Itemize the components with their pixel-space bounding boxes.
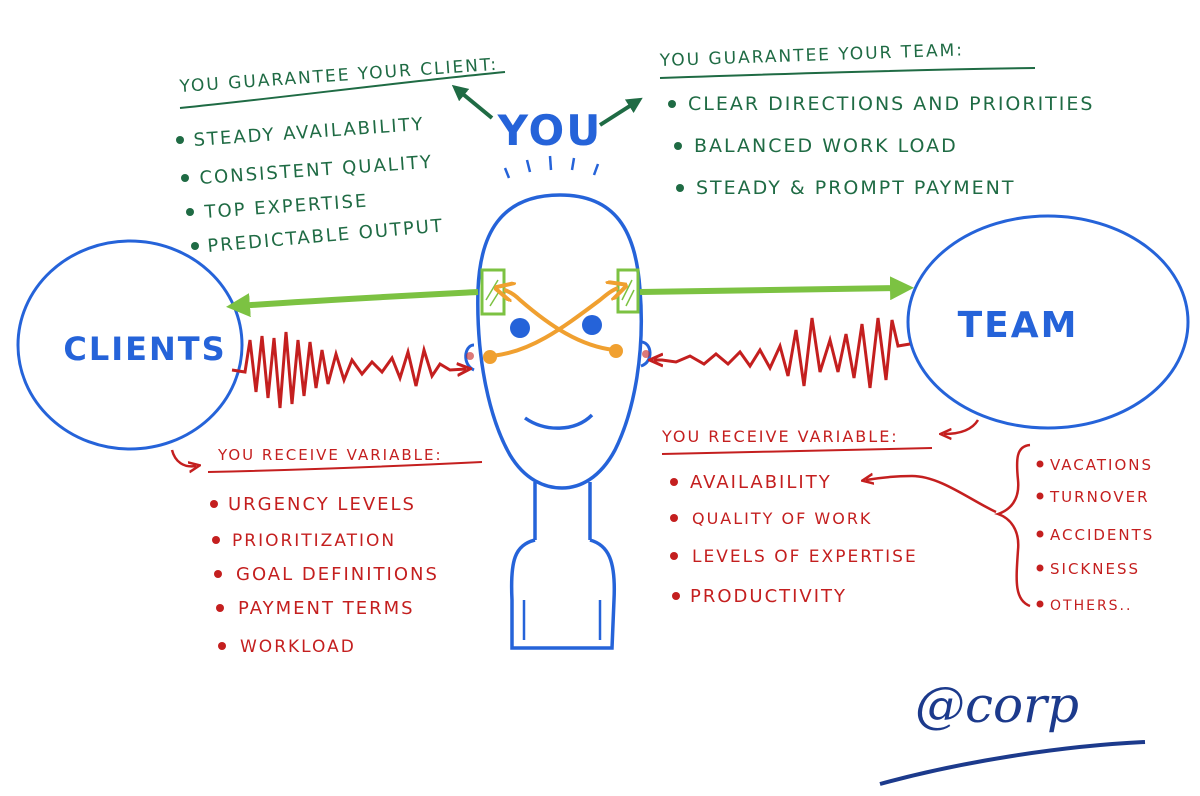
cause-item: SICKNESS bbox=[1050, 560, 1140, 578]
head bbox=[476, 193, 644, 490]
left-eye bbox=[510, 318, 530, 338]
causes-bracket bbox=[994, 443, 1031, 608]
receive-team-item: LEVELS OF EXPERTISE bbox=[692, 547, 918, 567]
guarantee-client-item: CONSISTENT QUALITY bbox=[199, 152, 434, 189]
output-to-team-arrow bbox=[639, 276, 914, 301]
receive-team-item: QUALITY OF WORK bbox=[692, 509, 872, 528]
signature-underline bbox=[879, 740, 1146, 786]
guarantee-team-item: BALANCED WORK LOAD bbox=[694, 135, 958, 157]
guarantee-team-item: STEADY & PROMPT PAYMENT bbox=[696, 177, 1015, 199]
clients-label: CLIENTS bbox=[63, 330, 226, 368]
receive-team-heading: YOU RECEIVE VARIABLE: bbox=[661, 427, 899, 446]
team-label: TEAM bbox=[958, 305, 1079, 346]
receive-clients-item: WORKLOAD bbox=[240, 637, 356, 657]
guarantee-client-section: YOU GUARANTEE YOUR CLIENT: STEADY AVAILA… bbox=[176, 55, 506, 257]
receive-clients-item: GOAL DEFINITIONS bbox=[236, 564, 439, 585]
guarantee-client-item: PREDICTABLE OUTPUT bbox=[207, 215, 445, 257]
receive-team-item: PRODUCTIVITY bbox=[690, 586, 847, 607]
smile bbox=[523, 413, 594, 430]
receive-clients-item: URGENCY LEVELS bbox=[228, 494, 416, 515]
guarantee-team-underline bbox=[659, 67, 1036, 79]
receive-clients-pointer bbox=[170, 449, 196, 466]
guarantee-team-heading: YOU GUARANTEE YOUR TEAM: bbox=[658, 40, 964, 71]
guarantee-team-section: YOU GUARANTEE YOUR TEAM: CLEAR DIRECTION… bbox=[658, 40, 1094, 199]
team-input-wave bbox=[654, 317, 911, 389]
clients-input-wave bbox=[231, 331, 466, 409]
team-circle bbox=[906, 214, 1190, 430]
receive-clients-section: YOU RECEIVE VARIABLE: URGENCY LEVELS PRI… bbox=[170, 446, 483, 657]
receive-clients-heading: YOU RECEIVE VARIABLE: bbox=[217, 446, 443, 464]
arm-lines bbox=[522, 600, 602, 640]
thinking-marks bbox=[503, 155, 600, 179]
signature-text: @corp bbox=[915, 676, 1079, 734]
availability-causes-section: VACATIONS TURNOVER ACCIDENTS SICKNESS OT… bbox=[994, 443, 1154, 614]
guarantee-client-underline bbox=[179, 71, 506, 109]
neck bbox=[533, 482, 592, 540]
guarantee-client-item: TOP EXPERTISE bbox=[203, 191, 369, 223]
left-ear-dot bbox=[466, 352, 474, 360]
right-glasses-lens bbox=[616, 268, 640, 314]
cause-item: TURNOVER bbox=[1049, 488, 1150, 506]
guarantee-team-item: CLEAR DIRECTIONS AND PRIORITIES bbox=[688, 93, 1094, 115]
output-to-clients-arrow bbox=[226, 289, 479, 318]
you-label: YOU bbox=[497, 106, 603, 155]
receive-team-underline bbox=[661, 447, 933, 455]
cause-item: ACCIDENTS bbox=[1050, 526, 1154, 544]
right-ear bbox=[640, 340, 652, 368]
guarantee-client-item: STEADY AVAILABILITY bbox=[193, 114, 425, 151]
cause-item: VACATIONS bbox=[1050, 456, 1153, 474]
receive-team-item: AVAILABILITY bbox=[690, 472, 832, 493]
right-ear-dot bbox=[642, 350, 650, 358]
you-to-team-arrow bbox=[598, 97, 643, 127]
receive-clients-item: PRIORITIZATION bbox=[232, 531, 396, 551]
you-to-client-arrow bbox=[451, 84, 494, 120]
receive-team-pointer bbox=[944, 419, 980, 434]
orange-cross-arrows bbox=[483, 288, 623, 364]
person-figure bbox=[464, 193, 652, 650]
receive-clients-item: PAYMENT TERMS bbox=[238, 598, 415, 619]
right-eye bbox=[582, 315, 602, 335]
receive-clients-underline bbox=[207, 461, 483, 473]
causes-to-availability-arrow bbox=[866, 476, 997, 514]
clients-node: CLIENTS bbox=[16, 239, 244, 451]
clients-circle bbox=[16, 239, 244, 451]
torso bbox=[509, 538, 617, 650]
signature: @corp bbox=[879, 676, 1146, 786]
team-node: TEAM bbox=[906, 214, 1190, 430]
receive-team-section: YOU RECEIVE VARIABLE: AVAILABILITY QUALI… bbox=[661, 419, 997, 607]
cause-item: OTHERS.. bbox=[1050, 598, 1132, 614]
left-glasses-lens bbox=[480, 268, 506, 316]
